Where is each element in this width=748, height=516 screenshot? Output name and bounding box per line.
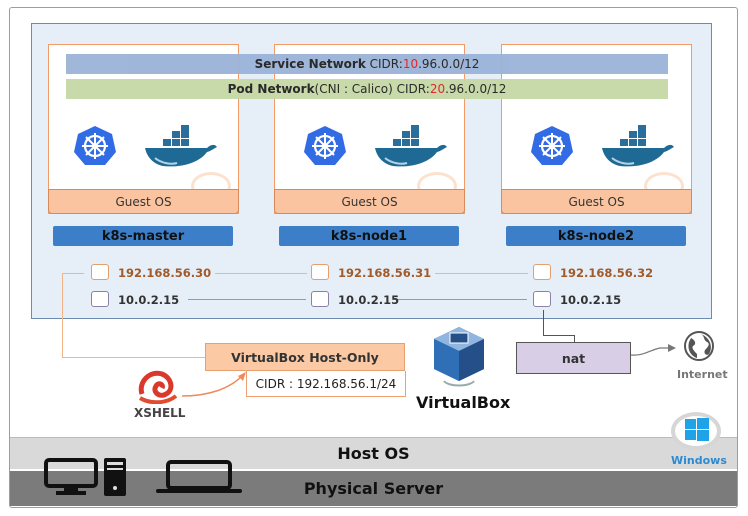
ethernet-port-icon [533,291,551,307]
windows-label: Windows [671,454,727,467]
kubernetes-icon [531,126,573,165]
host-only-link [215,273,307,274]
docker-icon [602,125,674,167]
laptop-icon [156,460,242,493]
node-label-node1: k8s-node1 [279,226,459,246]
guest-os-label: Guest OS [274,189,465,214]
ethernet-port-icon [91,264,109,280]
host-only-adapter: VirtualBox Host-Only [205,343,405,371]
host-only-cidr: CIDR : 192.168.56.1/24 [246,371,406,397]
globe-icon [684,331,714,361]
host-only-ip: 192.168.56.30 [118,266,212,280]
virtualbox-icon [434,327,484,387]
desktop-computer-icon [44,458,126,496]
windows-badge [671,412,721,450]
node-label-master: k8s-master [53,226,233,246]
nat-ip: 10.0.2.15 [560,293,622,307]
nat-link [188,299,306,300]
nat-ip: 10.0.2.15 [118,293,180,307]
pod-cidr-highlight: 20 [429,82,446,96]
virtualbox-label: VirtualBox [416,393,511,412]
docker-icon [375,125,447,167]
service-cidr-label: CIDR: [369,57,403,71]
nat-link [543,335,575,336]
pod-cni-label: (CNI : Calico) CIDR: [314,82,430,96]
nat-ip: 10.0.2.15 [338,293,400,307]
host-only-link [62,273,84,274]
host-os-layer: Host OS [10,437,737,469]
guest-os-label: Guest OS [501,189,692,214]
windows-icon [685,418,709,441]
host-only-link [62,273,63,357]
xshell-icon [138,370,178,404]
host-only-link [435,273,528,274]
internet-label: Internet [677,368,728,381]
pod-network-name: Pod Network [227,82,315,96]
ethernet-port-icon [311,291,329,307]
ethernet-port-icon [533,264,551,280]
service-network-name: Service Network [254,57,366,71]
pod-network-bar: Pod Network (CNI : Calico) CIDR: 20.96.0… [66,79,668,99]
guest-os-label: Guest OS [48,189,239,214]
host-only-ip: 192.168.56.32 [560,266,654,280]
ethernet-port-icon [91,291,109,307]
pod-cidr-rest: .96.0.0/12 [445,82,507,96]
host-only-ip: 192.168.56.31 [338,266,432,280]
service-cidr-rest: .96.0.0/12 [418,57,480,71]
kubernetes-icon [74,126,116,165]
kubernetes-icon [304,126,346,165]
nat-link [543,310,544,336]
nat-link [393,299,527,300]
service-network-bar: Service Network CIDR: 10.96.0.0/12 [66,54,668,74]
nat-link [574,335,575,343]
arrow-icon [630,344,676,356]
xshell-label: XSHELL [134,406,186,420]
node-label-node2: k8s-node2 [506,226,686,246]
service-cidr-highlight: 10 [402,57,419,71]
ethernet-port-icon [311,264,329,280]
arrow-icon [181,372,246,397]
nat-adapter: nat [516,342,631,374]
host-only-link [62,357,206,358]
physical-server-layer: Physical Server [10,471,737,506]
docker-icon [145,125,217,167]
